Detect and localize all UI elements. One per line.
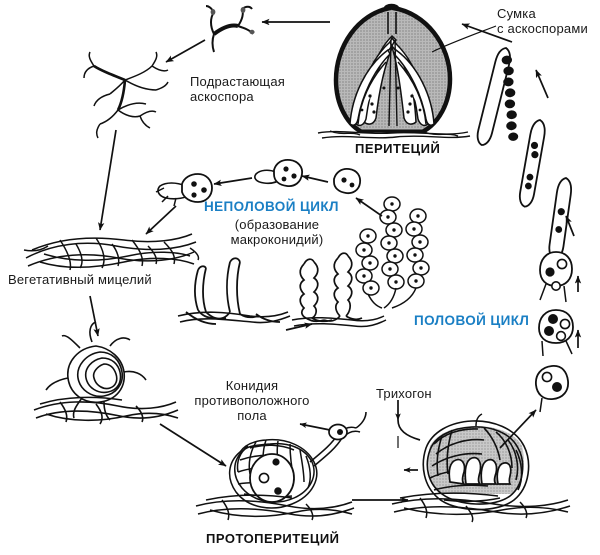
macroconidia-row-illustration (155, 158, 362, 207)
arrow-ascus-to-perithecium (461, 23, 513, 43)
protoperithecium-illustration (195, 411, 367, 521)
label-growing-ascospore: Подрастающая аскоспора (190, 74, 285, 104)
label-protoperithecium: ПРОТОПЕРИТЕЦИЙ (206, 531, 340, 546)
arrow-mycelium-to-vegetative (98, 129, 117, 231)
arrow-perithecium-to-nuclei (499, 409, 537, 449)
leader-trichogyne-curve (397, 419, 421, 441)
ascus-column-illustration (476, 47, 572, 261)
arrow-nuclei-to-ascus (565, 215, 575, 237)
arrow-conidium-to-mycelium (145, 205, 177, 235)
arrow-ascus-up (535, 69, 549, 99)
conidiophores-smooth-illustration (177, 257, 291, 325)
label-sexual-cycle: ПОЛОВОЙ ЦИКЛ (414, 313, 530, 328)
arrow-to-beaded-conidiophores (285, 322, 313, 331)
label-vegetative-mycelium: Вегетативный мицелий (8, 272, 152, 287)
label-conidium-opposite-mating-type: Конидия противоположного пола (194, 378, 310, 423)
perithecium-illustration (317, 3, 471, 139)
arrow-conidia-chain-2 (301, 174, 329, 183)
germinating-ascospore-illustration (205, 5, 255, 53)
label-macroconidia-formation: (образование макроконидий) (230, 217, 324, 247)
nuclear-fusion-cells-illustration (535, 251, 574, 413)
label-asexual-cycle: НЕПОЛОВОЙ ЦИКЛ (204, 199, 339, 214)
leader-ascus-label (431, 25, 497, 53)
hyphal-coil-illustration (33, 321, 179, 425)
label-ascus-with-ascospores: Сумка с аскоспорами (497, 6, 588, 36)
label-perithecium: ПЕРИТЕЦИЙ (355, 141, 441, 156)
vegetative-mycelium-illustration (23, 233, 200, 271)
arrow-conidium-label (299, 422, 331, 431)
arrow-ascospore-to-mycelium (165, 39, 206, 63)
cycle-arrows (89, 18, 582, 504)
young-perithecium-illustration (391, 413, 571, 523)
arrow-coil-to-protoperithecium (159, 423, 227, 467)
young-mycelium-illustration (83, 51, 169, 139)
arrow-conidia-chain-1 (213, 177, 253, 186)
arrow-chains-to-conidium (355, 197, 383, 217)
macroconidia-chains-illustration (355, 196, 430, 309)
arrow-mycelium-to-coil (89, 295, 100, 337)
label-trichogyne: Трихогон (376, 386, 432, 401)
